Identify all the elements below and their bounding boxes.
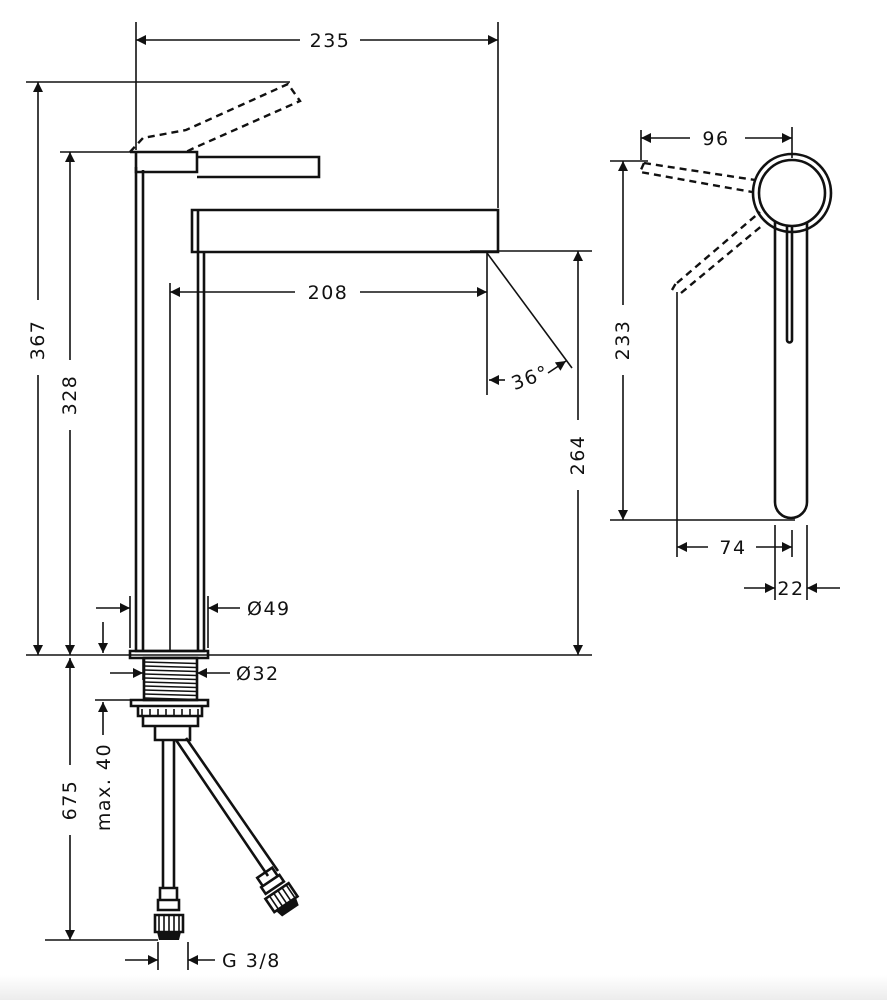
lever-raised-outline — [129, 82, 302, 154]
supply-hose-straight — [161, 740, 176, 888]
hose-fitting-straight — [153, 886, 185, 940]
thread-line — [143, 665, 198, 669]
mounting-nut — [129, 698, 210, 742]
dimension-max-40: max. 40 — [93, 743, 115, 831]
dimension-264: 264 — [567, 435, 589, 476]
dimension-235: 235 — [310, 30, 351, 52]
dimension-96: 96 — [702, 128, 729, 150]
dimension-diameter-49: Ø49 — [247, 598, 291, 620]
top-view-lever-position-1 — [638, 161, 756, 194]
thread-line — [143, 661, 198, 665]
column-cap — [130, 150, 199, 174]
threaded-shank — [142, 656, 199, 702]
dimension-208: 208 — [308, 282, 349, 304]
thread-line — [143, 673, 198, 677]
top-view-dimensions: 96 233 74 22 — [610, 127, 840, 600]
dimension-367: 367 — [27, 320, 49, 361]
dimension-675: 675 — [59, 780, 81, 821]
side-view-dimensions: 235 208 367 328 264 36° Ø49 Ø32 — [26, 22, 592, 972]
faucet-top-view — [638, 152, 833, 520]
dimension-328: 328 — [59, 375, 81, 416]
thread-line — [143, 669, 198, 673]
supply-hose-angled — [174, 737, 280, 877]
thread-line — [143, 693, 198, 697]
thread-line — [143, 689, 198, 693]
hose-fitting-angled — [255, 865, 300, 917]
bottom-fade — [0, 975, 887, 1000]
top-view-column-outer — [751, 152, 833, 234]
thread-line — [143, 677, 198, 681]
lever-handle — [197, 155, 321, 179]
dimension-thread-g38: G 3/8 — [222, 950, 281, 972]
thread-line — [143, 681, 198, 685]
top-view-spout-slot — [785, 226, 794, 344]
top-view-spout — [773, 222, 809, 520]
top-view-lever-position-2 — [670, 211, 765, 294]
thread-line — [143, 685, 198, 689]
dimension-angle-36: 36° — [509, 361, 552, 395]
dimension-diameter-32: Ø32 — [236, 663, 280, 685]
faucet-side-view — [128, 82, 500, 940]
top-view-column-inner — [757, 158, 827, 228]
dimension-74: 74 — [719, 537, 746, 559]
dimension-22: 22 — [777, 578, 804, 600]
faucet-spout — [190, 208, 500, 254]
dimension-233: 233 — [612, 320, 634, 361]
